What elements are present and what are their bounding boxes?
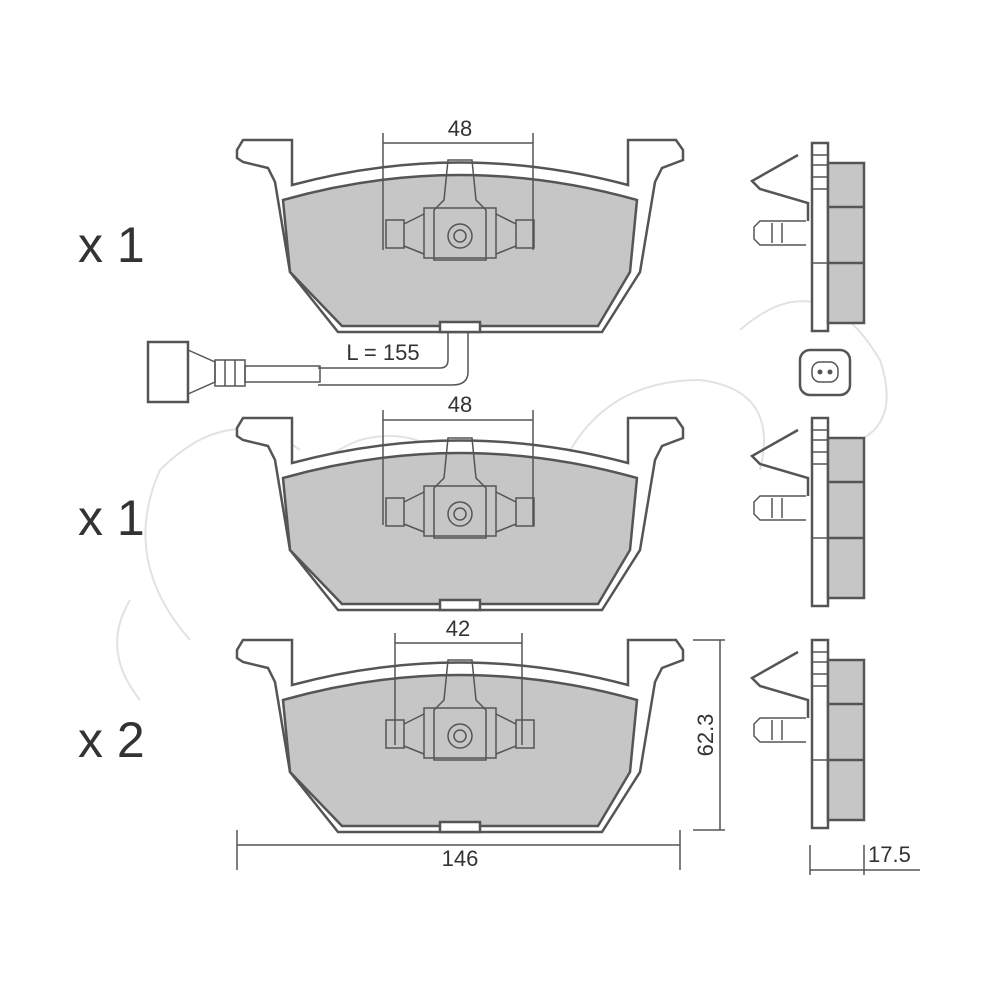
svg-text:42: 42 — [446, 616, 470, 641]
side-view-3 — [750, 638, 866, 830]
svg-text:17.5: 17.5 — [868, 842, 911, 867]
svg-text:48: 48 — [448, 116, 472, 141]
svg-text:146: 146 — [442, 846, 479, 871]
wire-length-label: L = 155 — [346, 340, 419, 365]
quantity-label: x 1 — [78, 217, 145, 273]
dimension-thickness: 17.5 — [809, 842, 920, 875]
dimension-48-middle: 48 — [382, 392, 534, 525]
dimension-height: 62.3 — [693, 639, 725, 831]
side-view-1 — [750, 141, 866, 333]
svg-text:48: 48 — [448, 392, 472, 417]
quantity-label: x 2 — [78, 712, 145, 768]
quantity-label: x 1 — [78, 490, 145, 546]
side-view-2 — [750, 416, 866, 608]
brake-pad-1 — [235, 138, 685, 334]
wear-sensor-wire: L = 155 — [146, 332, 469, 404]
brake-pad-2 — [235, 416, 685, 612]
sensor-connector — [798, 348, 852, 397]
dimension-42: 42 — [394, 616, 523, 745]
dimension-width: 146 — [236, 830, 681, 871]
svg-text:62.3: 62.3 — [693, 714, 718, 757]
dimension-48-top: 48 — [382, 116, 534, 250]
brake-pad-3 — [235, 638, 685, 834]
